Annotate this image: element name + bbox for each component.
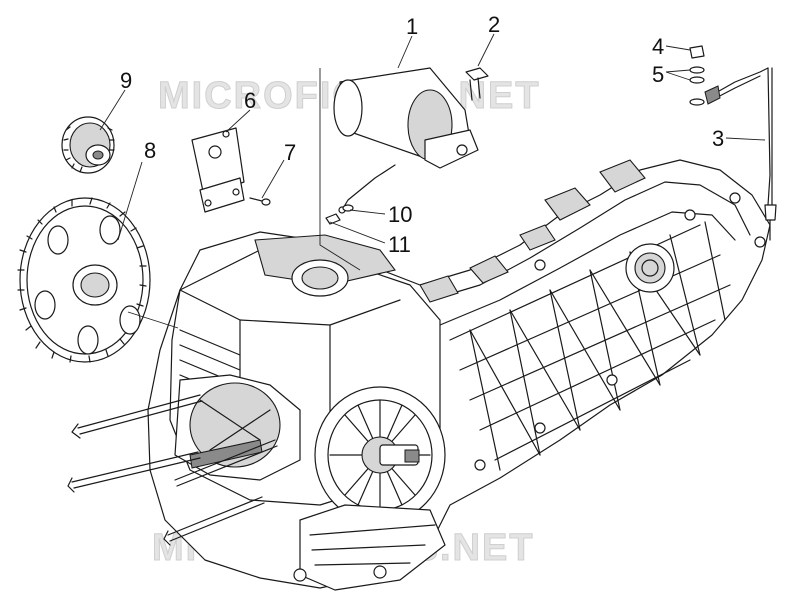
bracket-part-6 <box>191 127 245 213</box>
cable-part-3 <box>704 67 777 241</box>
screw-washer-parts-10-11 <box>325 204 354 225</box>
callout-8: 8 <box>144 138 156 163</box>
callout-7: 7 <box>284 140 296 165</box>
callout-1: 1 <box>406 14 418 39</box>
sprocket-part-8 <box>17 197 151 363</box>
gear-part-9 <box>61 116 115 174</box>
callout-9: 9 <box>120 68 132 93</box>
callout-6: 6 <box>244 88 256 113</box>
leader-lines <box>99 33 766 329</box>
starter-motor <box>333 67 479 214</box>
callout-5: 5 <box>652 62 664 87</box>
screw-part-7 <box>249 197 271 206</box>
callout-11: 11 <box>388 232 411 257</box>
cylinder-studs <box>67 394 278 546</box>
callout-numbers: 1 2 3 4 5 6 7 8 9 10 11 <box>120 12 724 257</box>
oil-pan <box>293 504 446 591</box>
bolt-washer-parts-4-5 <box>689 45 705 106</box>
callout-4: 4 <box>652 34 664 59</box>
bolt-part-2 <box>465 67 489 101</box>
crank-hub <box>314 386 446 524</box>
callout-10: 10 <box>388 202 412 227</box>
callout-3: 3 <box>712 126 724 151</box>
callout-2: 2 <box>488 12 500 37</box>
